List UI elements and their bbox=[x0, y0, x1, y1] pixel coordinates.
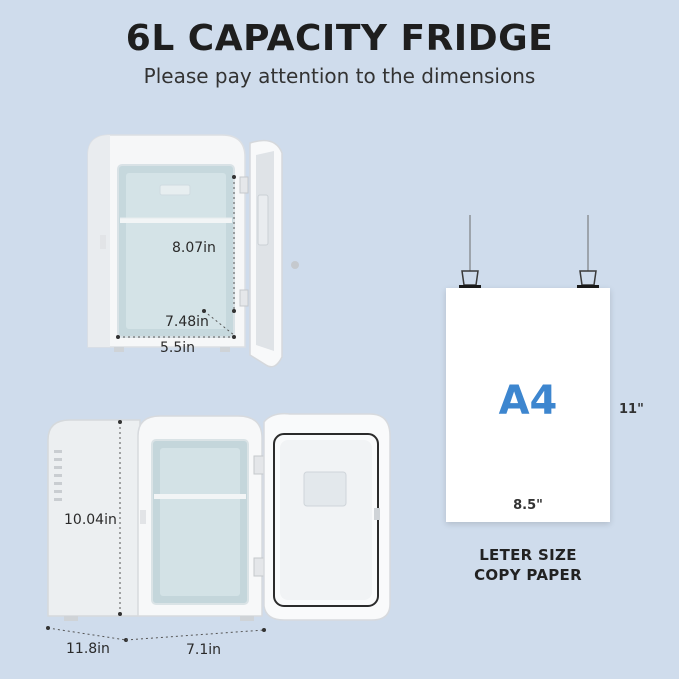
paper-height-label: 11" bbox=[619, 402, 644, 417]
a4-paper: A4 8.5" bbox=[446, 288, 610, 522]
fridge-bottom-illustration bbox=[46, 412, 391, 642]
page-title: 6L CAPACITY FRIDGE bbox=[125, 18, 554, 59]
bottom-depth-label: 11.8in bbox=[66, 641, 110, 657]
paper-size-label: A4 bbox=[498, 378, 558, 424]
top-width-label: 5.5in bbox=[160, 340, 196, 356]
bottom-width-label: 7.1in bbox=[186, 642, 222, 658]
paper-caption-line1: LETER SIZE bbox=[479, 546, 577, 564]
top-height-label: 8.07in bbox=[172, 240, 216, 256]
fridge-top-illustration bbox=[87, 134, 299, 368]
paper-width-label: 8.5" bbox=[513, 498, 543, 513]
paper-caption-line2: COPY PAPER bbox=[474, 566, 582, 584]
top-depth-label: 7.48in bbox=[165, 314, 209, 330]
page-subtitle: Please pay attention to the dimensions bbox=[143, 64, 536, 88]
bottom-height-label: 10.04in bbox=[64, 512, 117, 528]
